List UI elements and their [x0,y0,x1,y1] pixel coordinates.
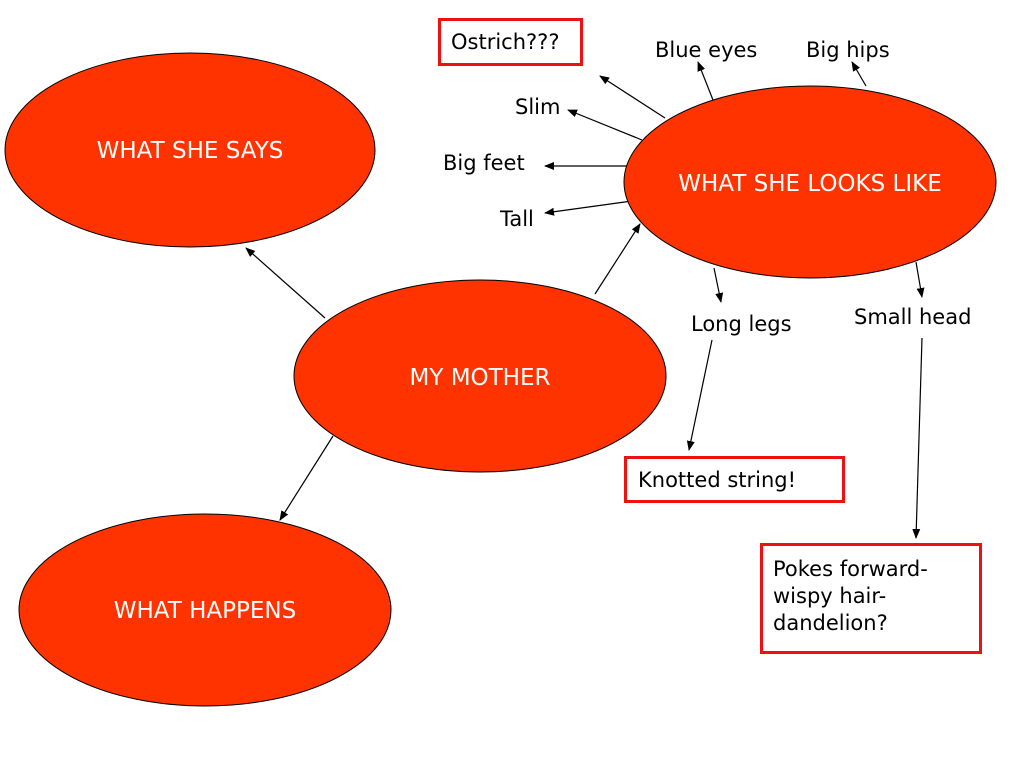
node-my-mother-label: MY MOTHER [409,365,550,391]
connector-small-head-to-pokes-forward [912,337,923,539]
connector-mother-to-says [245,247,326,319]
connector-looks-to-long-legs [713,267,724,303]
callout-pokes-forward-text: Pokes forward- wispy hair- dandelion? [773,556,979,637]
connector-mother-to-looks [594,223,641,295]
connector-looks-to-small-head [915,261,925,298]
callout-ostrich: Ostrich??? [438,18,583,66]
label-slim: Slim [515,95,560,119]
node-what-she-looks-like-shape [623,85,997,279]
node-what-she-says-shape [4,52,376,248]
label-big-feet: Big feet [443,151,525,175]
callout-pokes-forward-line: dandelion? [773,611,888,635]
label-big-hips: Big hips [806,38,890,62]
label-long-legs: Long legs [691,312,792,336]
callout-pokes-forward: Pokes forward- wispy hair- dandelion? [760,543,982,654]
callout-pokes-forward-line: wispy hair- [773,584,887,608]
connector-mother-to-happens [279,435,334,521]
label-small-head: Small head [854,305,971,329]
node-my-mother-shape [293,279,667,473]
node-what-she-looks-like-label: WHAT SHE LOOKS LIKE [678,171,942,197]
connector-looks-to-big-hips [851,61,867,87]
callout-ostrich-text: Ostrich??? [451,30,560,54]
node-what-happens-label: WHAT HAPPENS [114,598,296,624]
callout-knotted-string: Knotted string! [624,456,845,503]
callout-knotted-string-text: Knotted string! [638,468,797,492]
connector-long-legs-to-knotted-string [686,339,713,451]
node-what-she-says-label: WHAT SHE SAYS [97,138,284,164]
callout-pokes-forward-line: Pokes forward- [773,557,928,581]
label-blue-eyes: Blue eyes [655,38,757,62]
connector-looks-to-slim [567,109,643,141]
connector-looks-to-tall [544,200,633,216]
node-what-happens-shape [18,513,392,707]
label-tall: Tall [499,207,534,231]
connector-looks-to-blue-eyes [697,61,714,101]
connector-looks-to-ostrich [599,75,666,119]
